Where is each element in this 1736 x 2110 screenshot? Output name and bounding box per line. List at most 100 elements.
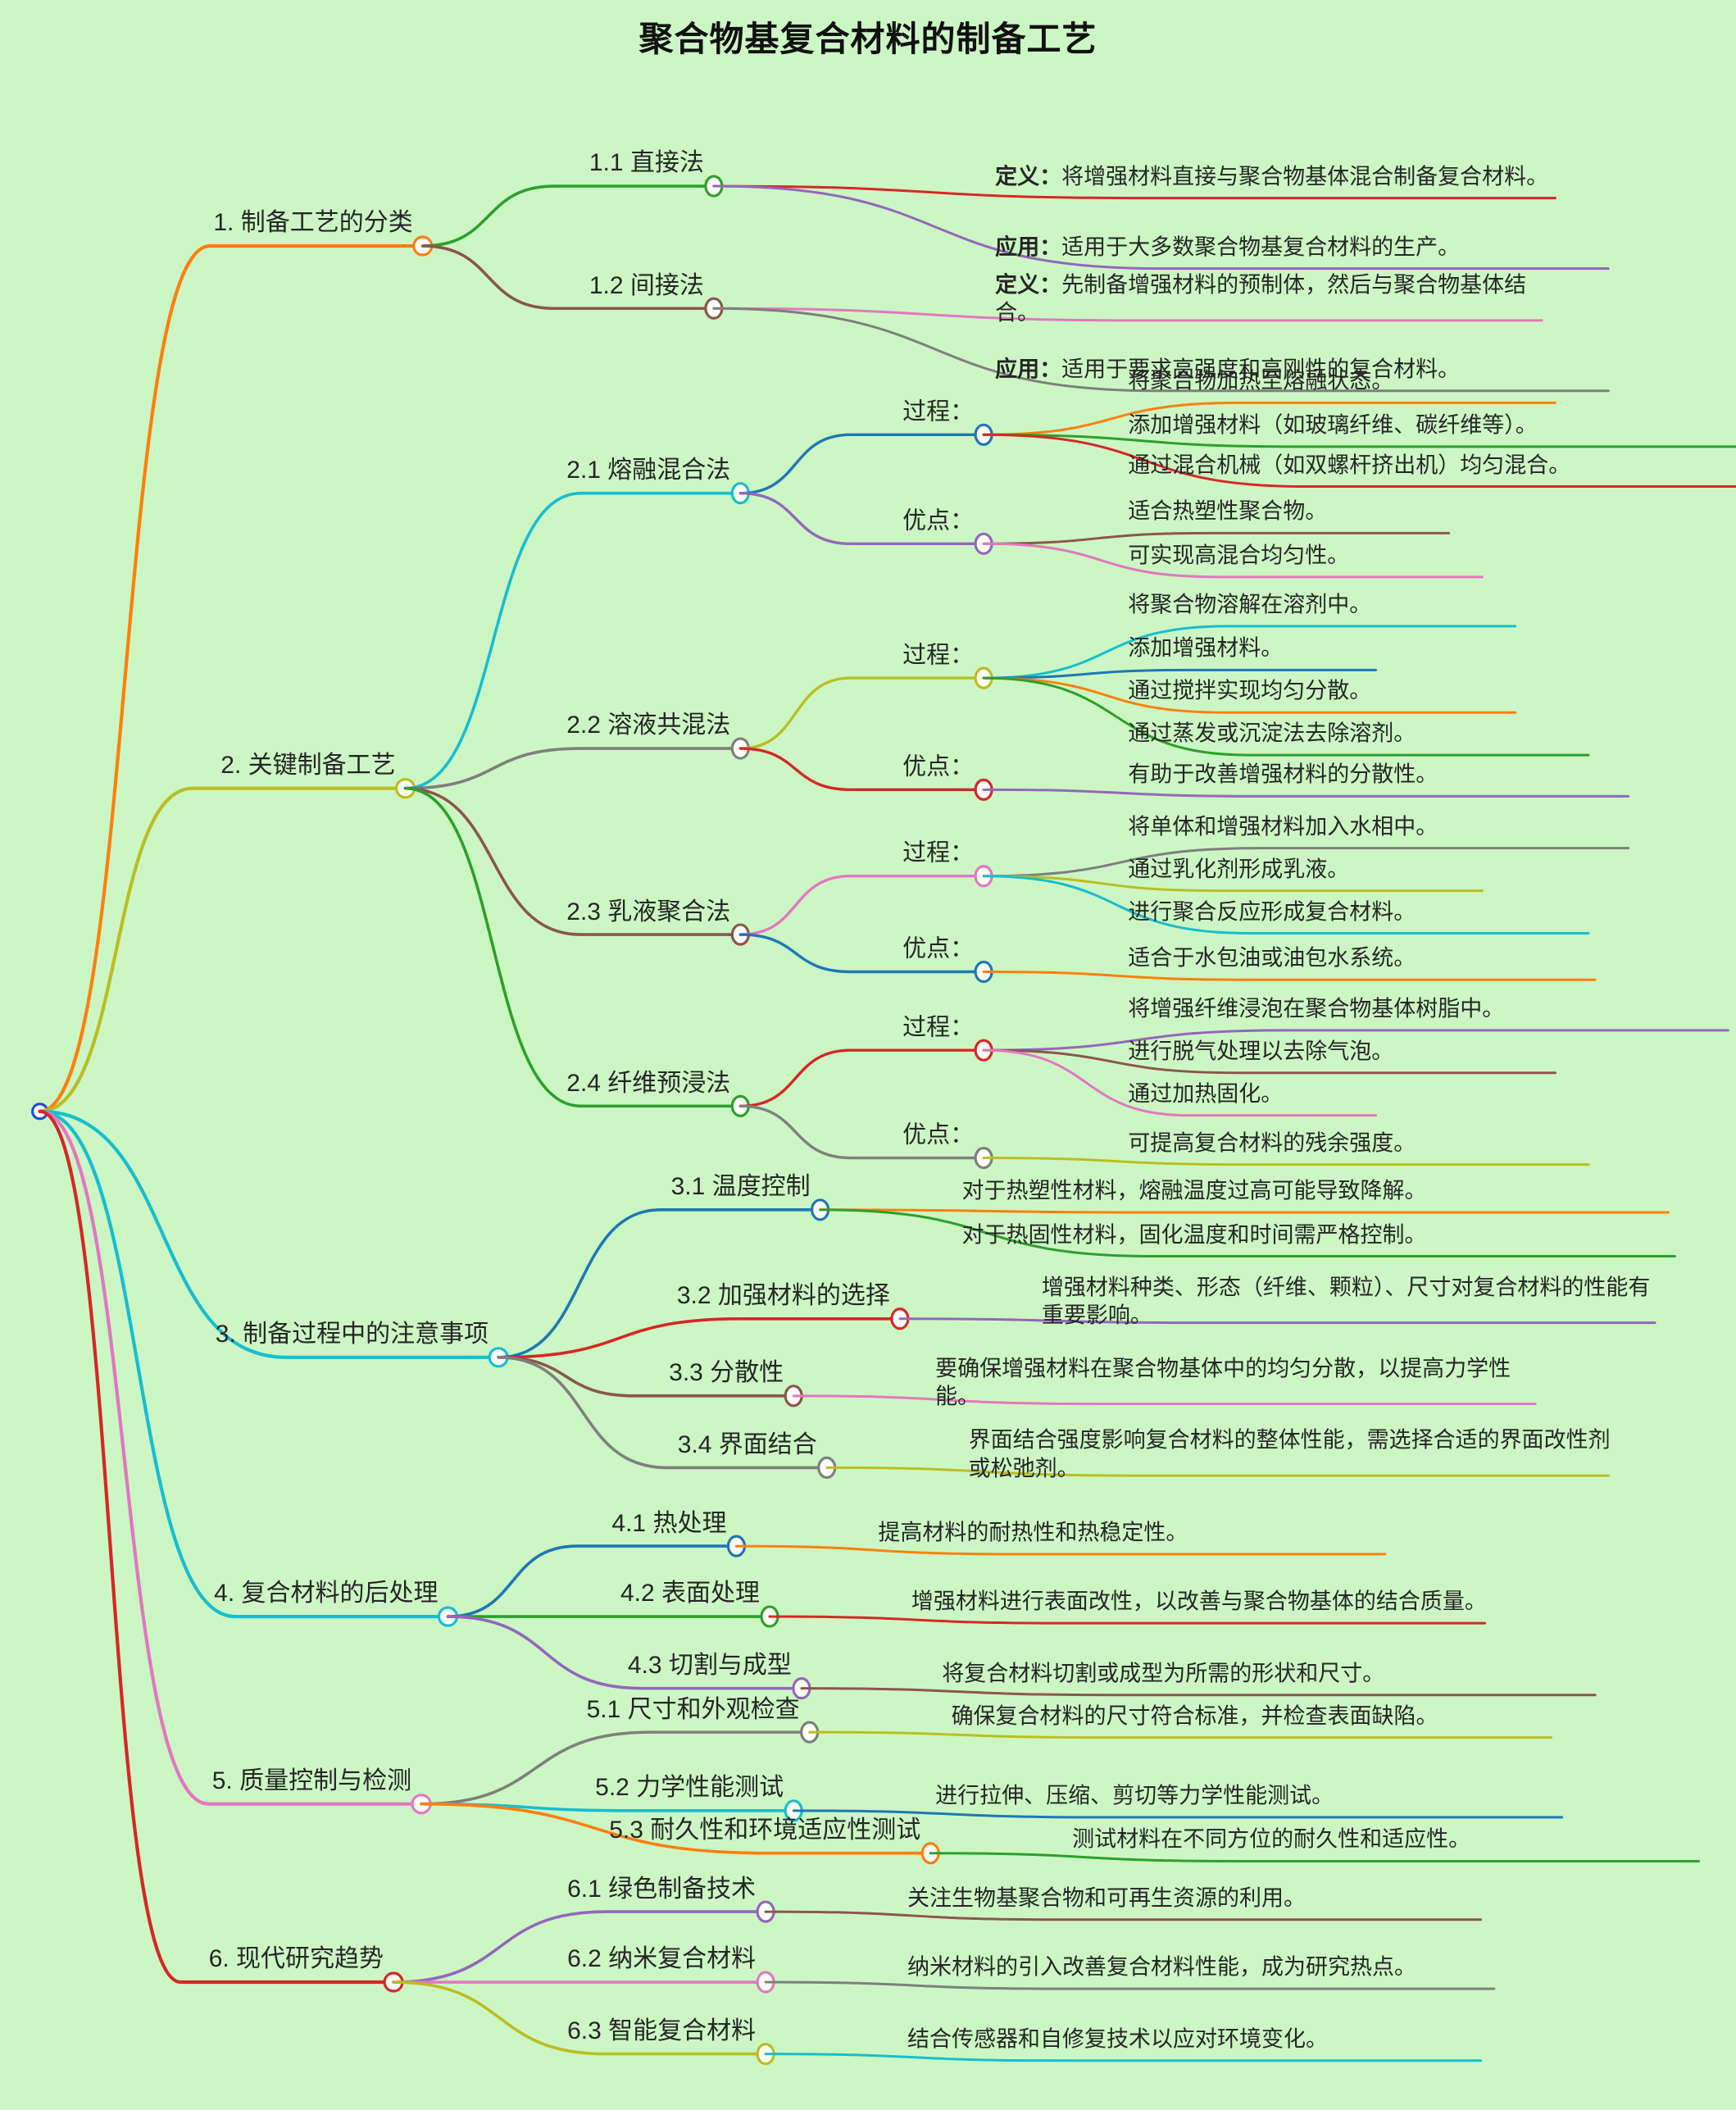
connector-path — [738, 1104, 985, 1160]
branch-label-b1: 1. 制备工艺的分类 — [213, 209, 413, 237]
leaf-label-text: 适用于大多数聚合物基复合材料的生产。 — [1061, 234, 1461, 260]
leaf-label: 有助于改善增强材料的分散性。 — [1128, 762, 1438, 788]
connector-path — [497, 1356, 829, 1470]
connector-path — [898, 1317, 1656, 1325]
connector-path — [403, 491, 743, 790]
connector-path — [420, 184, 716, 248]
connector-path — [982, 542, 1484, 579]
child-label: 2.2 溶液共混法 — [566, 712, 731, 739]
connector-path — [982, 788, 1630, 798]
leaf-label: 定义：将增强材料直接与聚合物基体混合制备复合材料。 — [995, 162, 1566, 191]
leaf-label: 通过蒸发或沉淀法去除溶剂。 — [1128, 721, 1416, 746]
child-label: 2.1 熔融混合法 — [566, 456, 731, 484]
leaf-label-prefix: 定义： — [995, 272, 1062, 298]
connector-path — [982, 668, 1378, 680]
leaf-label: 确保复合材料的尺寸符合标准，并检查表面缺陷。 — [951, 1703, 1438, 1729]
connector-path — [403, 786, 743, 1108]
leaf-label: 通过加热固化。 — [1128, 1081, 1284, 1107]
connector-path — [929, 1852, 1701, 1862]
branch-label-b5: 5. 质量控制与检测 — [211, 1767, 412, 1794]
connector-path — [446, 1615, 803, 1690]
connector-path — [764, 1910, 1483, 1921]
page-title: 聚合物基复合材料的制备工艺 — [639, 20, 1097, 58]
connector-path — [982, 1048, 1378, 1117]
connector-path — [712, 184, 1556, 200]
connector-path — [38, 1109, 424, 1806]
connector-path — [819, 1208, 1670, 1214]
connector-path — [392, 1980, 767, 2056]
leaf-label: 对于热固性材料，固化温度和时间需严格控制。 — [961, 1222, 1427, 1248]
connector-path — [738, 676, 985, 750]
connector-path — [38, 1109, 396, 1985]
connector-path — [403, 786, 743, 936]
child-label: 5.2 力学性能测试 — [595, 1774, 784, 1802]
subgroup-label: 过程： — [902, 839, 975, 866]
leaf-label: 增强材料种类、形态（纤维、颗粒）、尺寸对复合材料的性能有重要影响。 — [1041, 1275, 1651, 1328]
leaf-label-prefix: 应用： — [995, 357, 1062, 382]
connector-path — [738, 747, 985, 792]
child-label: 6.1 绿色制备技术 — [567, 1875, 757, 1903]
leaf-label: 关注生物基聚合物和可再生资源的利用。 — [907, 1885, 1307, 1911]
subgroup-label: 过程： — [902, 641, 975, 668]
connector-path — [420, 1730, 811, 1806]
leaf-label: 可提高复合材料的残余强度。 — [1128, 1130, 1416, 1156]
child-label: 4.3 切割与成型 — [627, 1651, 792, 1679]
connector-path — [982, 1048, 1556, 1075]
leaf-label: 适合热塑性聚合物。 — [1128, 499, 1328, 525]
connector-path — [982, 875, 1590, 934]
leaf-label: 可实现高混合均匀性。 — [1128, 543, 1350, 568]
connector-path — [982, 531, 1451, 545]
connector-path — [420, 1802, 933, 1855]
connector-path — [982, 401, 1556, 436]
connector-path — [982, 875, 1484, 893]
leaf-label-text: 先制备增强材料的预制体，然后与聚合物基体结合。 — [995, 272, 1527, 325]
leaf-label: 应用：适用于大多数聚合物基复合材料的生产。 — [995, 233, 1620, 261]
subgroup-label: 优点： — [902, 1121, 975, 1148]
leaf-label: 将单体和增强材料加入水相中。 — [1128, 814, 1438, 839]
branch-label-b4: 4. 复合材料的后处理 — [214, 1580, 439, 1608]
connector-path — [712, 184, 1610, 271]
connector-path — [819, 1208, 1676, 1258]
connector-path — [982, 1029, 1729, 1052]
child-label: 6.3 智能复合材料 — [567, 2017, 757, 2044]
leaf-label: 测试材料在不同方位的耐久性和适应性。 — [1072, 1827, 1471, 1853]
leaf-label: 纳米材料的引入改善复合材料性能，成为研究热点。 — [907, 1954, 1417, 1980]
connector-path — [768, 1615, 1486, 1625]
child-label: 4.1 热处理 — [611, 1509, 727, 1537]
connector-path — [982, 847, 1630, 878]
connector-path — [38, 243, 425, 1113]
leaf-label: 进行聚合反应形成复合材料。 — [1128, 899, 1416, 925]
child-label: 5.3 耐久性和环境适应性测试 — [609, 1816, 921, 1844]
leaf-label-text: 将增强材料直接与聚合物基体混合制备复合材料。 — [1061, 164, 1549, 189]
connector-path — [38, 1109, 450, 1619]
child-label: 5.1 尺寸和外观检查 — [586, 1695, 800, 1723]
connector-path — [982, 676, 1590, 757]
connector-path — [764, 1980, 1496, 1990]
connector-path — [38, 786, 407, 1113]
connector-path — [497, 1316, 902, 1359]
connector-path — [982, 676, 1517, 714]
leaf-label: 应用：适用于要求高强度和高刚性的复合材料。 — [995, 356, 1620, 384]
connector-path — [982, 971, 1597, 981]
leaf-label: 对于热塑性材料，熔融温度过高可能导致降解。 — [961, 1178, 1427, 1203]
branch-label-b3: 3. 制备过程中的注意事项 — [215, 1321, 489, 1348]
leaf-label: 结合传感器和自修复技术以应对环境变化。 — [907, 2026, 1329, 2052]
connector-path — [738, 1048, 985, 1107]
connector-path — [792, 1394, 1537, 1406]
child-label: 1.1 直接法 — [589, 149, 704, 177]
leaf-label: 界面结合强度影响复合材料的整体性能，需选择合适的界面改性剂或松弛剂。 — [968, 1427, 1611, 1481]
connector-path — [420, 244, 716, 311]
leaf-label: 添加增强材料（如玻璃纤维、碳纤维等）。 — [1128, 412, 1538, 438]
connector-path — [403, 747, 743, 790]
child-label: 3.2 加强材料的选择 — [676, 1281, 890, 1309]
connector-path — [825, 1466, 1610, 1477]
connector-path — [982, 433, 1736, 489]
leaf-label: 增强材料进行表面改性，以改善与聚合物基体的结合质量。 — [911, 1589, 1487, 1614]
leaf-label: 添加增强材料。 — [1128, 636, 1284, 662]
connector-path — [734, 1544, 1387, 1556]
subgroup-label: 过程： — [902, 1014, 975, 1041]
connector-path — [738, 875, 985, 936]
leaf-label-prefix: 定义： — [995, 164, 1062, 189]
child-label: 3.1 温度控制 — [670, 1173, 811, 1201]
